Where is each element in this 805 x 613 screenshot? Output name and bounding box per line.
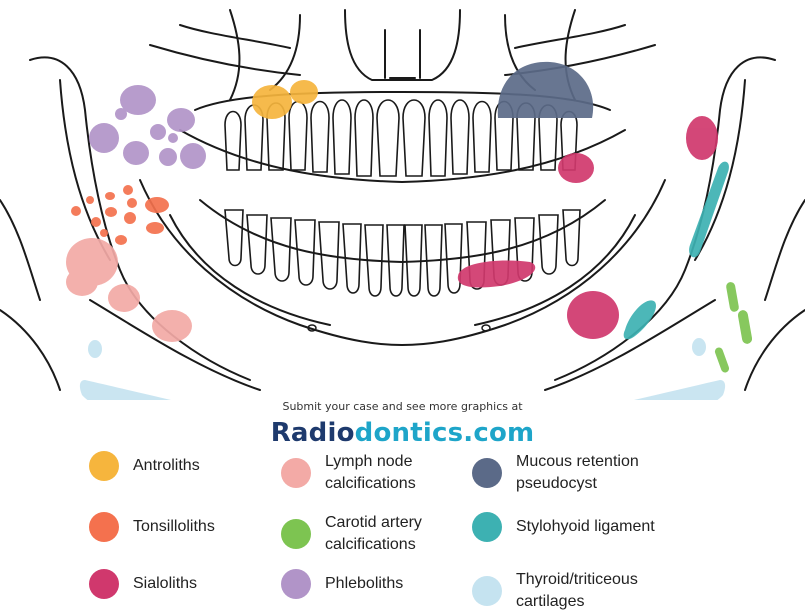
thyroid-cartilage-mark (587, 380, 725, 400)
tonsillolith-mark (91, 217, 101, 227)
legend-item: Mucous retention pseudocyst (472, 451, 686, 495)
antrolith-mark (252, 85, 292, 119)
carotid-mark (737, 309, 753, 344)
brand-part-1: Radio (271, 418, 355, 448)
legend-label: Tonsilloliths (133, 516, 215, 538)
tonsillolith-mark (71, 206, 81, 216)
lymph-node-mark (66, 268, 98, 296)
phlebolith-mark (159, 148, 177, 166)
legend-swatch (89, 512, 119, 542)
legend-label: Phleboliths (325, 573, 403, 595)
carotid-mark (725, 281, 739, 312)
carotid-mark (714, 346, 730, 373)
promo-text: Submit your case and see more graphics a… (0, 400, 805, 413)
tonsillolith-mark (105, 192, 115, 200)
legend-item: Lymph node calcifications (281, 451, 455, 495)
phlebolith-mark (168, 133, 178, 143)
tonsillolith-mark (123, 185, 133, 195)
sialolith-mark (686, 116, 718, 160)
brand-link[interactable]: Radiodontics.com (0, 418, 805, 448)
brand-part-2: dontics.com (355, 418, 535, 448)
legend-item: Phleboliths (281, 569, 403, 599)
legend-label: Stylohyoid ligament (516, 516, 655, 538)
tonsillolith-mark (146, 222, 164, 234)
phlebolith-mark (123, 141, 149, 165)
legend-label: Carotid artery calcifications (325, 512, 475, 556)
legend-label: Thyroid/triticeous cartilages (516, 569, 706, 613)
legend-swatch (281, 519, 311, 549)
legend-swatch (281, 458, 311, 488)
legend-label: Antroliths (133, 455, 200, 477)
sialolith-mark (567, 291, 619, 339)
thyroid-cartilage-mark (88, 340, 102, 358)
phlebolith-mark (89, 123, 119, 153)
tonsillolith-mark (105, 207, 117, 217)
tonsillolith-mark (100, 229, 108, 237)
legend-swatch (472, 512, 502, 542)
legend-swatch (89, 451, 119, 481)
sialolith-mark (558, 153, 594, 183)
legend-label: Mucous retention pseudocyst (516, 451, 686, 495)
tonsillolith-mark (86, 196, 94, 204)
tonsillolith-mark (145, 197, 169, 213)
legend-label: Sialoliths (133, 573, 197, 595)
jaw-illustration (0, 0, 805, 400)
legend-swatch (89, 569, 119, 599)
legend-item: Antroliths (89, 451, 200, 481)
antrolith-mark (290, 80, 318, 104)
legend-item: Tonsilloliths (89, 512, 215, 542)
legend-item: Thyroid/triticeous cartilages (472, 569, 706, 613)
lymph-node-mark (108, 284, 140, 312)
legend-swatch (472, 576, 502, 606)
legend-label: Lymph node calcifications (325, 451, 455, 495)
tonsillolith-mark (115, 235, 127, 245)
thyroid-cartilage-mark (692, 338, 706, 356)
legend-swatch (472, 458, 502, 488)
phlebolith-mark (150, 124, 166, 140)
legend-item: Carotid artery calcifications (281, 512, 475, 556)
phlebolith-mark (167, 108, 195, 132)
legend-swatch (281, 569, 311, 599)
lymph-node-mark (152, 310, 192, 342)
tonsillolith-mark (124, 212, 136, 224)
pseudocyst-mark (498, 62, 593, 118)
tonsillolith-mark (127, 198, 137, 208)
legend-item: Sialoliths (89, 569, 197, 599)
phlebolith-mark (180, 143, 206, 169)
phlebolith-mark (115, 108, 127, 120)
legend-item: Stylohyoid ligament (472, 512, 655, 542)
thyroid-cartilage-mark (80, 380, 218, 400)
stylohyoid-mark (689, 162, 729, 258)
